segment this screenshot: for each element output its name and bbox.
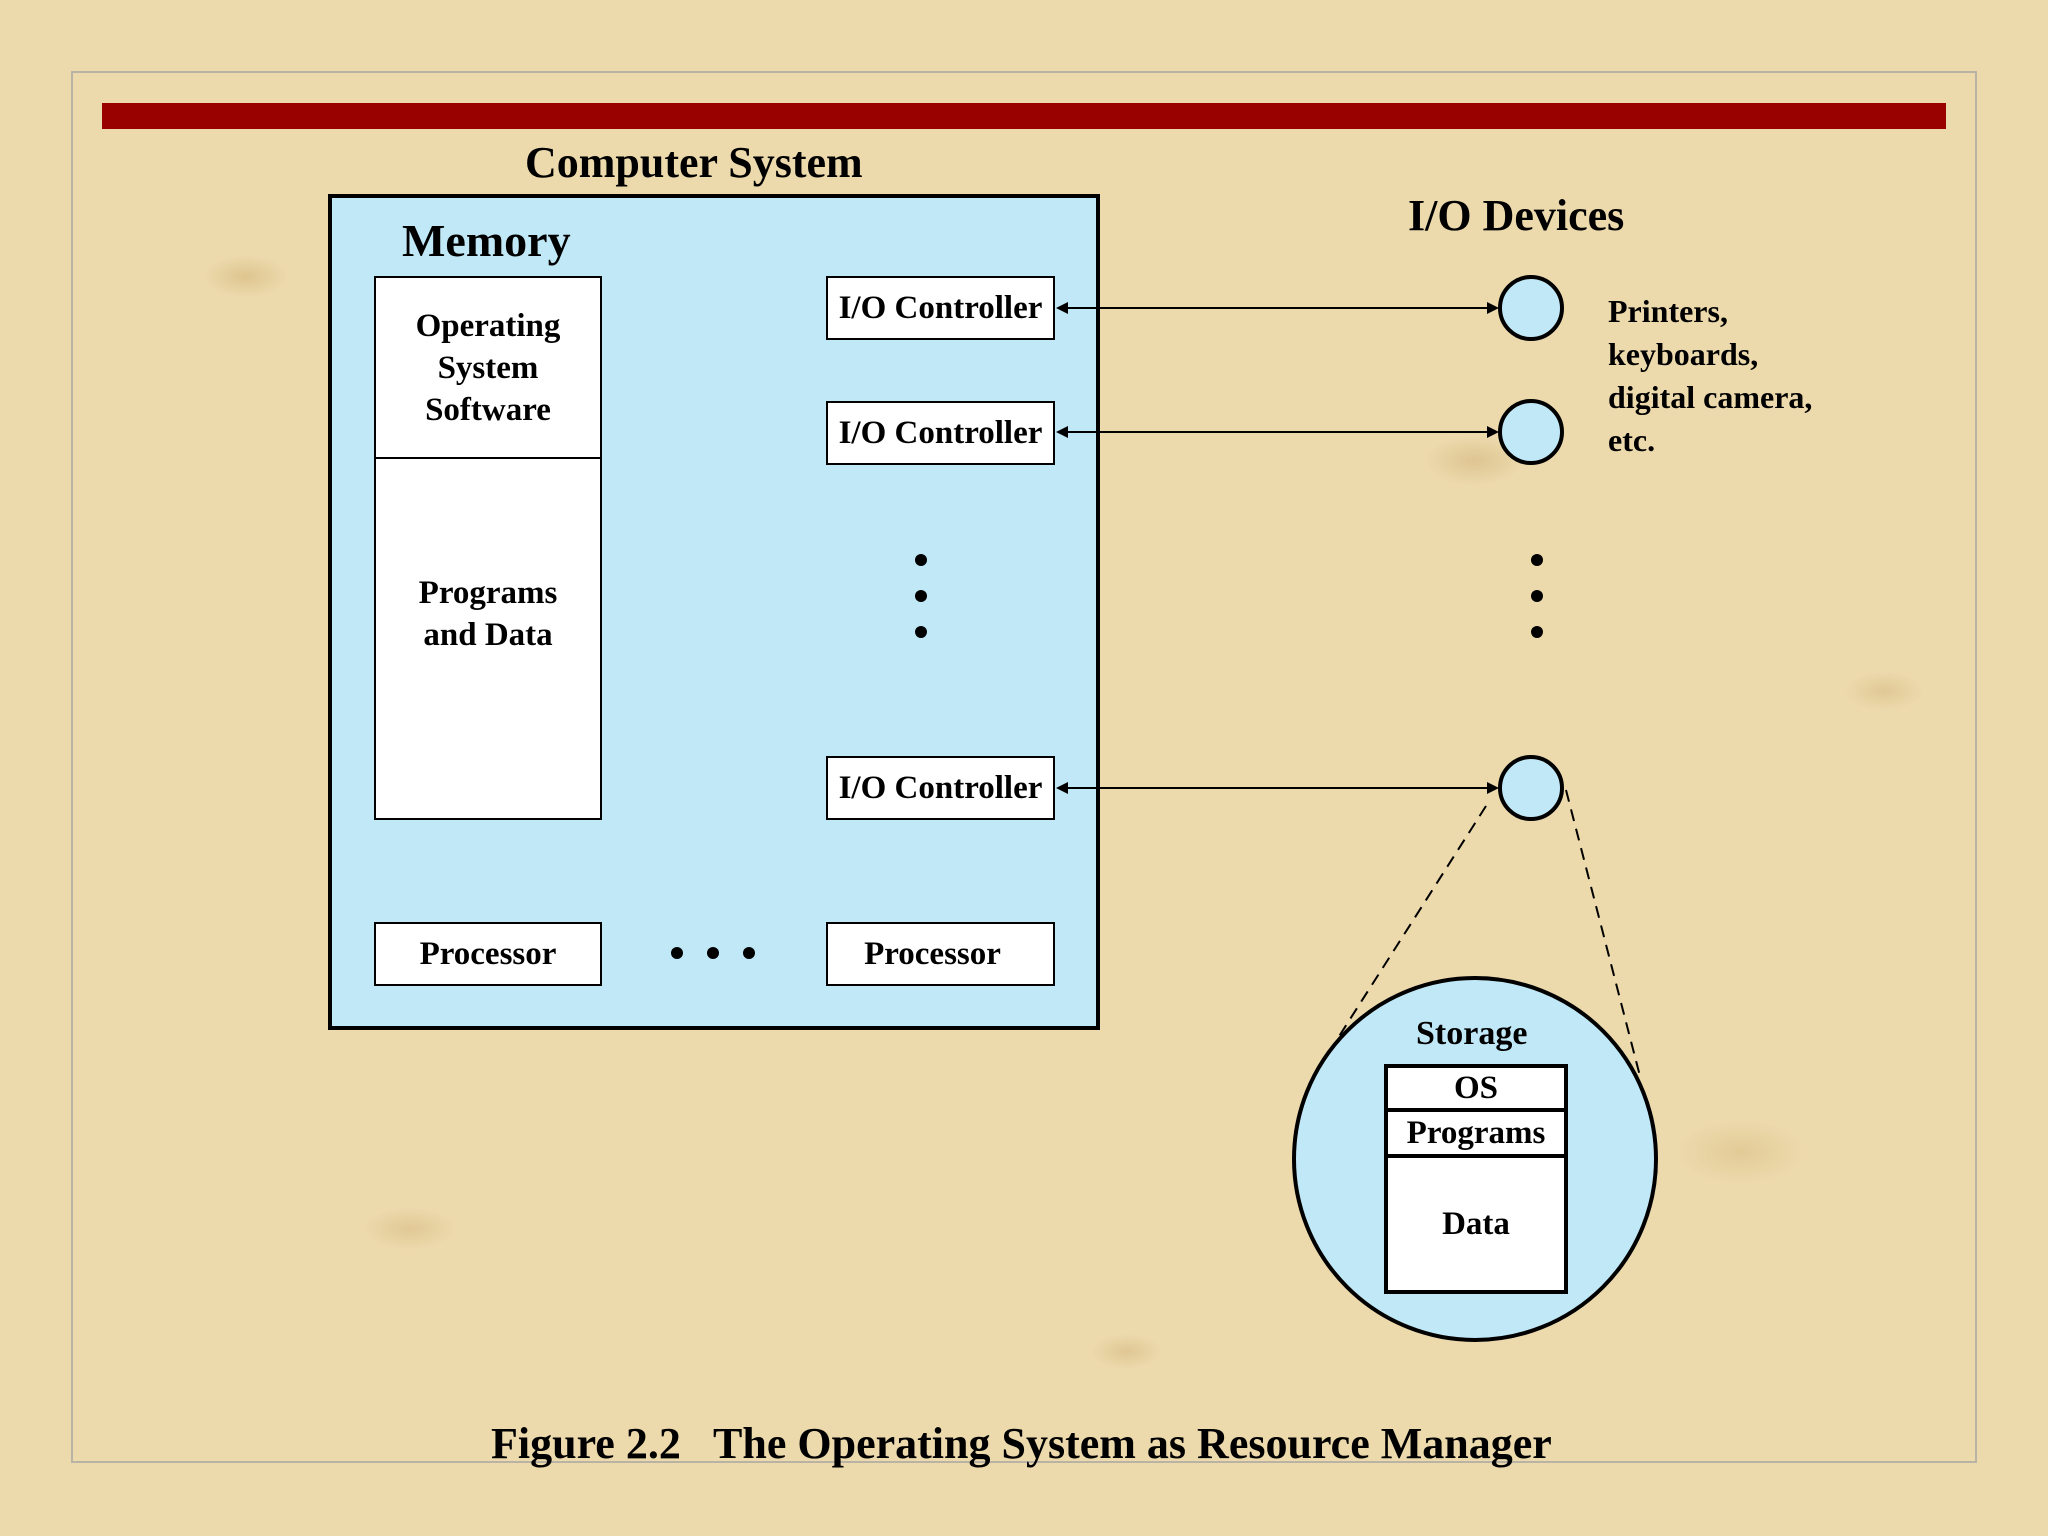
devices-note-line: keyboards, [1608,336,1759,372]
storage-programs-label: Programs [1406,1114,1546,1151]
io-device-1 [1498,275,1564,341]
io-controller-label: I/O Controller [838,769,1043,806]
storage-data-box: Data [1384,1154,1568,1294]
computer-system-label: Computer System [525,138,863,187]
memory-label: Memory [402,215,571,266]
slide-frame [71,71,1977,1463]
storage-data-label: Data [1442,1205,1510,1242]
devices-note-line: Printers, [1608,293,1728,329]
controller-ellipsis [915,554,927,638]
programs-data-box: Programs and Data [374,457,602,820]
devices-note-line: digital camera, [1608,379,1813,415]
storage-label: Storage [1416,1015,1528,1052]
processor-label: Processor [864,935,1001,972]
storage-os-box: OS [1384,1064,1568,1112]
storage-os-label: OS [1453,1069,1499,1106]
figure-caption: Figure 2.2 The Operating System as Resou… [491,1419,1552,1468]
io-controller-1: I/O Controller [826,276,1055,340]
device-ellipsis [1531,554,1543,638]
zoom-line-right [1565,789,1642,1081]
title-bar [102,103,1946,129]
io-controller-3: I/O Controller [826,756,1055,820]
storage-programs-box: Programs [1384,1108,1568,1158]
io-controller-2: I/O Controller [826,401,1055,465]
io-controller-label: I/O Controller [838,289,1043,326]
io-controller-label: I/O Controller [838,414,1043,451]
io-devices-label: I/O Devices [1408,191,1625,240]
processor-1: Processor [374,922,602,986]
os-software-box: Operating System Software [374,276,602,459]
devices-note: Printers, keyboards, digital camera, etc… [1608,290,1812,462]
io-device-3 [1498,755,1564,821]
processor-ellipsis [671,947,755,959]
programs-data-label: Programs and Data [418,574,558,653]
io-device-2 [1498,399,1564,465]
os-software-label: Operating System Software [415,307,561,428]
processor-label: Processor [419,935,557,972]
zoom-line-left [1337,805,1487,1039]
devices-note-line: etc. [1608,422,1656,458]
processor-2: Processor [826,922,1055,986]
